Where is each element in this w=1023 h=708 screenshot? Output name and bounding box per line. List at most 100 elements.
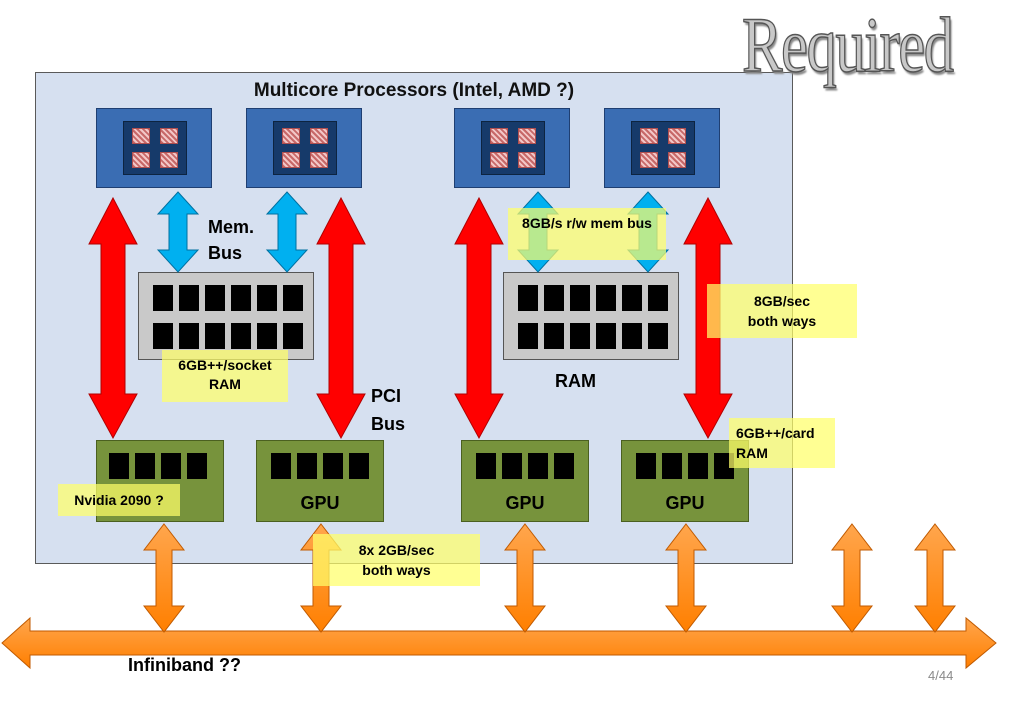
cpu-core — [490, 128, 508, 144]
ram-label: RAM — [555, 371, 596, 391]
ib-link-1 — [142, 523, 186, 633]
ram-chip — [179, 285, 199, 311]
mem-bus-label: Mem. Bus — [208, 214, 254, 266]
ram-chip — [283, 323, 303, 349]
ib-bandwidth-line2: both ways — [362, 562, 431, 578]
ram-module-2 — [503, 272, 679, 360]
cpu-die — [273, 121, 337, 175]
ram-chip — [205, 285, 225, 311]
cpu-socket-1 — [96, 108, 212, 188]
mem-bandwidth-note: 8GB/s r/w mem bus — [508, 208, 666, 260]
mem-bus-label-line1: Mem. — [208, 217, 255, 237]
pci-bus-label-line2: Bus — [371, 414, 406, 434]
infiniband-bandwidth-note: 8x 2GB/sec both ways — [313, 534, 480, 586]
cpu-core — [640, 128, 658, 144]
ram-chip — [518, 323, 538, 349]
gpu-chip — [161, 453, 181, 479]
page-number: 4/44 — [928, 668, 954, 683]
required-stamp: Required — [741, 0, 954, 89]
ram-chip — [544, 285, 564, 311]
cpu-core — [160, 152, 178, 168]
cpu-socket-4 — [604, 108, 720, 188]
ram-chip — [596, 323, 616, 349]
cpu-core — [518, 128, 536, 144]
cpu-core — [640, 152, 658, 168]
pci-arrow-2 — [316, 196, 366, 440]
gpu-chip — [688, 453, 708, 479]
card-ram-note: 6GB++/card RAM — [729, 418, 835, 468]
ram-chip — [179, 323, 199, 349]
ram-chip — [648, 323, 668, 349]
cpu-core — [310, 128, 328, 144]
ram-chip — [231, 285, 251, 311]
ib-bandwidth-line1: 8x 2GB/sec — [358, 542, 435, 558]
gpu-label: GPU — [505, 493, 545, 513]
ib-link-6 — [913, 523, 957, 633]
ram-chip — [570, 323, 590, 349]
socket-ram-note: 6GB++/socket RAM — [162, 350, 288, 402]
ram-chip — [283, 285, 303, 311]
cpu-die — [481, 121, 545, 175]
cpu-core — [282, 128, 300, 144]
gpu-card-3: GPU — [461, 440, 589, 522]
mem-bus-label-line2: Bus — [208, 243, 243, 263]
pci-bandwidth-line1: 8GB/sec — [753, 293, 811, 309]
cpu-core — [282, 152, 300, 168]
gpu-model-note: Nvidia 2090 ? — [58, 484, 180, 516]
card-ram-line2: RAM — [736, 445, 768, 461]
cpu-die — [631, 121, 695, 175]
ram-chip — [648, 285, 668, 311]
cpu-core — [160, 128, 178, 144]
card-ram-line1: 6GB++/card — [736, 425, 815, 441]
mem-bus-arrow-1 — [156, 191, 200, 273]
cpu-core — [518, 152, 536, 168]
ram-chip — [205, 323, 225, 349]
ram-chip — [153, 285, 173, 311]
socket-ram-line2: RAM — [209, 376, 241, 392]
gpu-chip — [109, 453, 129, 479]
ib-link-5 — [830, 523, 874, 633]
cpu-socket-3 — [454, 108, 570, 188]
cpu-die — [123, 121, 187, 175]
ram-chip — [257, 323, 277, 349]
ib-link-3 — [503, 523, 547, 633]
cpu-socket-2 — [246, 108, 362, 188]
gpu-chip — [554, 453, 574, 479]
infiniband-label: Infiniband ?? — [128, 655, 241, 675]
cpu-core — [490, 152, 508, 168]
gpu-chip — [297, 453, 317, 479]
gpu-chip — [636, 453, 656, 479]
pci-bandwidth-note: 8GB/sec both ways — [707, 284, 857, 338]
gpu-chip — [528, 453, 548, 479]
ram-chip — [544, 323, 564, 349]
pci-arrow-1 — [88, 196, 138, 440]
infiniband-bus-arrow — [1, 616, 997, 670]
ram-chip — [257, 285, 277, 311]
ram-chip — [153, 323, 173, 349]
pci-bus-label-line1: PCI — [371, 386, 402, 406]
pci-bandwidth-line2: both ways — [747, 313, 817, 329]
pci-bus-label: PCI Bus — [371, 382, 405, 438]
ram-chip — [596, 285, 616, 311]
ram-chip — [570, 285, 590, 311]
ram-chip — [622, 285, 642, 311]
diagram-title: Multicore Processors (Intel, AMD ?) — [253, 80, 575, 101]
gpu-label: GPU — [300, 493, 340, 513]
gpu-chip — [271, 453, 291, 479]
gpu-chip — [135, 453, 155, 479]
mem-bus-arrow-2 — [265, 191, 309, 273]
cpu-core — [668, 152, 686, 168]
ram-chip — [231, 323, 251, 349]
gpu-chip — [349, 453, 369, 479]
pci-arrow-3 — [454, 196, 504, 440]
gpu-chip — [502, 453, 522, 479]
gpu-chip — [662, 453, 682, 479]
ram-chip — [518, 285, 538, 311]
gpu-card-2: GPU — [256, 440, 384, 522]
gpu-label: GPU — [665, 493, 705, 513]
ram-chip — [622, 323, 642, 349]
socket-ram-line1: 6GB++/socket — [178, 357, 272, 373]
cpu-core — [668, 128, 686, 144]
gpu-chip — [323, 453, 343, 479]
